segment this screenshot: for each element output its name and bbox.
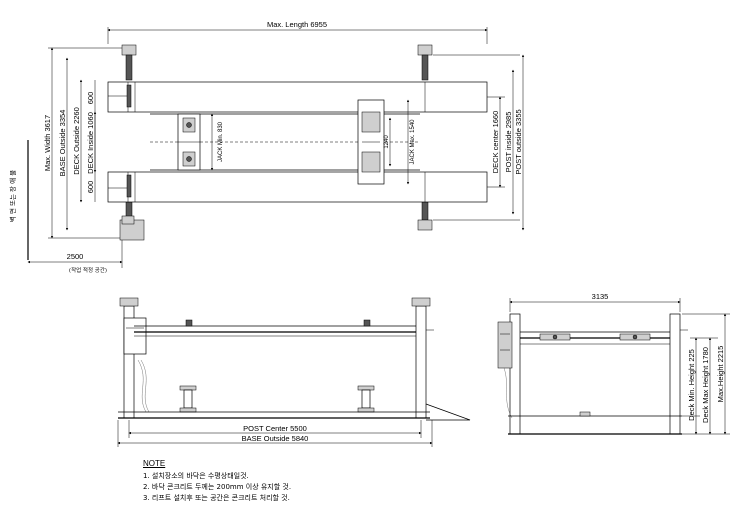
deck-bottom xyxy=(107,171,488,203)
notes: NOTE 1. 설치장소의 바닥은 수평상태일것. 2. 바닥 콘크리트 두께는… xyxy=(143,458,463,504)
side-deck xyxy=(520,331,670,345)
deck-min-height-label: Deck Min. Height 225 xyxy=(687,349,696,421)
jack-min-label: JACK Min. 830 xyxy=(218,121,224,162)
side-width-dimension: 3135 xyxy=(509,292,681,312)
side-width-label: 3135 xyxy=(592,292,609,301)
right-dimensions: DECK center 1660 POST inside 2985 POST o… xyxy=(433,54,525,231)
notes-title: NOTE xyxy=(143,459,166,468)
post-outside-label: POST outside 3355 xyxy=(514,109,523,174)
max-height-label: Max.Height 2215 xyxy=(716,346,725,403)
front-deck xyxy=(134,319,416,337)
side-post-left xyxy=(497,313,521,435)
deck-max-height-label: Deck Max Height 1780 xyxy=(701,347,710,423)
deck-center-label: DECK center 1660 xyxy=(491,111,500,174)
side-height-dimensions: Deck Min. Height 225 Deck Max Height 178… xyxy=(682,313,730,435)
jack-right: 1240 JACK Max. 1540 xyxy=(357,99,416,185)
work-space-label: 2500 xyxy=(67,252,84,261)
width-dimensions: Max. Width 3617 BASE Outside 3354 DECK O… xyxy=(43,47,128,239)
note-item-2: 2. 바닥 콘크리트 두께는 200mm 이상 유지할 것. xyxy=(143,483,292,491)
post-bottom-left xyxy=(119,201,145,241)
jack-1240-label: 1240 xyxy=(384,135,390,149)
front-post-right xyxy=(411,297,434,419)
deck-width-top-label: 600 xyxy=(86,92,95,105)
side-base xyxy=(508,411,682,435)
post-center-label: POST Center 5500 xyxy=(243,424,307,433)
front-dimensions: POST Center 5500 BASE Outside 5840 xyxy=(117,420,433,447)
post-top-left xyxy=(121,44,137,81)
front-jack-left xyxy=(179,385,197,413)
note-item-3: 3. 리프트 설치후 또는 공간은 콘크리트 처리할 것. xyxy=(143,494,290,502)
work-space-note: (작업 적정 공간) xyxy=(69,266,107,274)
jack-left: JACK Min. 830 xyxy=(177,113,224,171)
front-base-outside-label: BASE Outside 5840 xyxy=(242,434,309,443)
base-outside-label: BASE Outside 3354 xyxy=(58,110,67,177)
wall-label: 벽 면 또는 장 애 물 xyxy=(8,170,17,222)
deck-top xyxy=(107,81,488,113)
jack-max-label: JACK Max. 1540 xyxy=(410,119,416,165)
post-top-right xyxy=(417,44,433,81)
deck-inside-label: DECK Inside 1060 xyxy=(86,112,95,174)
front-post-left xyxy=(119,297,150,419)
front-jack-right xyxy=(357,385,375,413)
deck-outside-label: DECK Outside 2260 xyxy=(72,107,81,175)
front-base xyxy=(118,403,471,421)
max-length-dimension: Max. Length 6955 xyxy=(107,20,488,44)
max-length-label: Max. Length 6955 xyxy=(267,20,327,29)
max-width-label: Max. Width 3617 xyxy=(43,115,52,171)
post-bottom-right xyxy=(417,201,433,231)
side-view: 3135 xyxy=(497,292,730,435)
front-view: POST Center 5500 BASE Outside 5840 xyxy=(117,297,471,447)
top-view: Max. Length 6955 Max. Width 3617 BASE Ou… xyxy=(8,20,525,274)
wall-obstacle: 벽 면 또는 장 애 물 xyxy=(8,140,29,260)
work-space-dimension: 2500 (작업 적정 공간) xyxy=(27,240,123,274)
deck-width-bottom-label: 600 xyxy=(86,181,95,194)
post-inside-label: POST inside 2985 xyxy=(504,112,513,173)
note-item-1: 1. 설치장소의 바닥은 수평상태일것. xyxy=(143,472,249,480)
